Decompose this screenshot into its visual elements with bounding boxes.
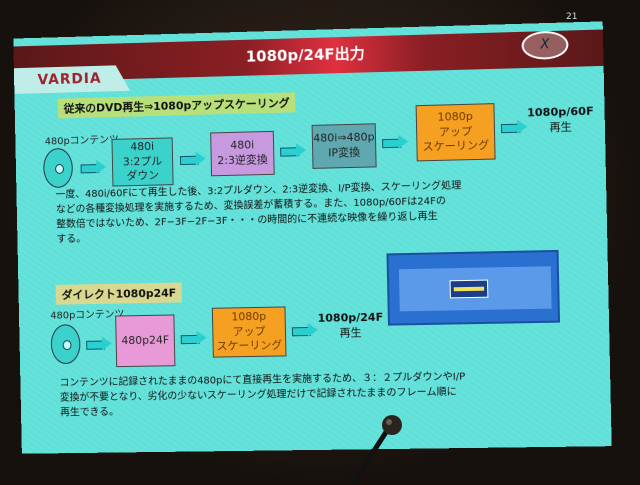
step-upscaling: 1080p アップ スケーリング — [416, 103, 496, 161]
source-label: 480pコンテンツ — [45, 131, 119, 148]
source-label: 480pコンテンツ — [50, 305, 124, 321]
step-pulldown: 480i 3:2プル ダウン — [111, 137, 173, 186]
disc-icon — [43, 148, 73, 188]
step-480p24f: 480p24F — [115, 314, 175, 367]
output-title: 1080p/24F — [318, 311, 384, 325]
arrow-icon — [80, 161, 106, 174]
arrow-icon — [501, 120, 528, 133]
output-24f: 1080p/24F再生 — [318, 311, 384, 341]
arrow-icon — [181, 332, 207, 344]
arrow-icon — [86, 337, 112, 349]
page-number: 21 — [566, 12, 577, 22]
arrow-icon — [382, 136, 408, 149]
output-60f: 1080p/60F再生 — [527, 105, 594, 136]
section1-heading: 従来のDVD再生⇒1080pアップスケーリング — [58, 92, 296, 118]
section2-heading: ダイレクト1080p24F — [56, 282, 183, 304]
menu-screenshot-image — [386, 250, 560, 326]
microphone-icon — [344, 415, 414, 485]
output-title: 1080p/60F — [527, 105, 594, 120]
arrow-icon — [292, 324, 318, 336]
presentation-slide: 1080p/24F出力 X VARDIA 従来のDVD再生⇒1080pアップスケ… — [13, 21, 611, 453]
vardia-logo: VARDIA — [14, 65, 130, 94]
section1-text: 一度、480i/60Fにて再生した後、3:2プルダウン、2:3逆変換、I/P変換… — [56, 178, 463, 247]
arrow-icon — [180, 153, 206, 166]
output-sub: 再生 — [340, 326, 362, 339]
disc-icon — [51, 324, 81, 364]
section2-text: コンテンツに記録されたままの480pにて直接再生を実施するため、３：２プルダウン… — [59, 370, 466, 421]
step-upscaling: 1080p アップ スケーリング — [212, 306, 287, 357]
step-ip-convert: 480i⇒480p IP変換 — [312, 123, 377, 169]
step-inverse: 480i 2:3逆変換 — [210, 131, 275, 176]
arrow-icon — [280, 144, 306, 157]
output-sub: 再生 — [549, 120, 572, 134]
